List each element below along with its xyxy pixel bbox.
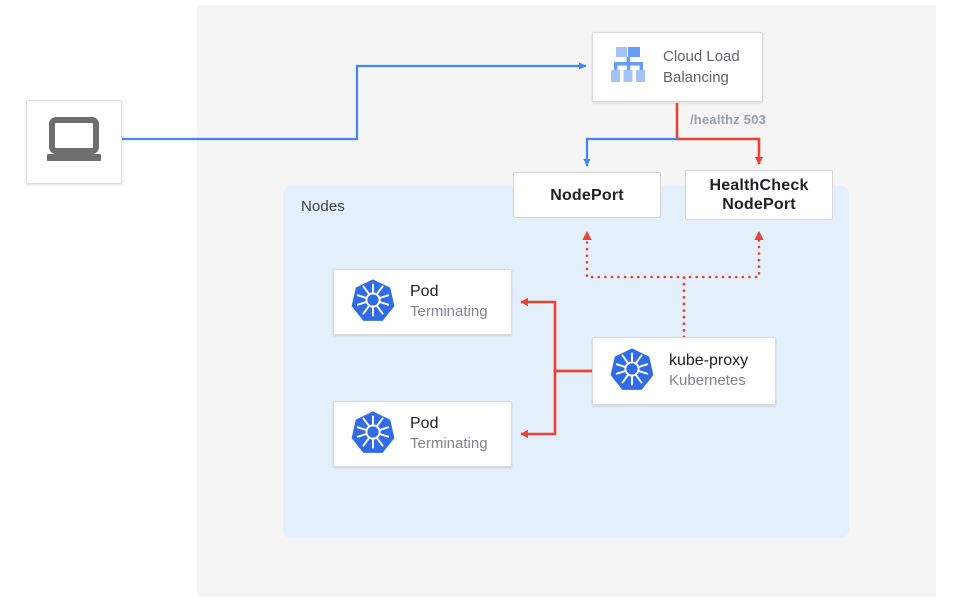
cloud-load-balancing-card: Cloud Load Balancing [592,32,763,102]
pod-card-1: Pod Terminating [333,269,512,335]
cloud-load-balancing-label: Cloud Load Balancing [663,46,740,88]
kubernetes-icon [609,346,655,397]
pod-1-title: Pod [410,283,439,300]
laptop-icon [43,116,105,169]
cloud-load-balancing-line1: Cloud Load [663,48,740,65]
healthcheck-nodeport-label: HealthCheck NodePort [709,176,808,214]
client-laptop-card [26,100,122,184]
healthz-edge-label: /healthz 503 [690,112,767,127]
pod-2-title: Pod [410,415,439,432]
kubernetes-icon [350,409,396,460]
cloud-load-balancing-icon [607,45,649,90]
healthcheck-nodeport-line2: NodePort [722,196,796,213]
pod-card-2: Pod Terminating [333,401,512,467]
nodeport-card: NodePort [513,172,661,218]
healthcheck-nodeport-line1: HealthCheck [709,177,809,194]
kube-proxy-subtitle: Kubernetes [669,372,746,389]
nodeport-label: NodePort [550,186,624,204]
kube-proxy-title: kube-proxy [669,352,749,369]
pod-1-subtitle: Terminating [410,303,488,320]
pod-2-subtitle: Terminating [410,435,488,452]
pod-1-text: Pod Terminating [410,282,488,322]
nodes-panel-label: Nodes [301,198,345,215]
healthcheck-nodeport-card: HealthCheck NodePort [685,170,833,220]
kube-proxy-text: kube-proxy Kubernetes [669,351,748,391]
pod-2-text: Pod Terminating [410,414,488,454]
kubernetes-icon [350,277,396,328]
cloud-load-balancing-line2: Balancing [663,69,729,86]
kube-proxy-card: kube-proxy Kubernetes [592,337,776,405]
